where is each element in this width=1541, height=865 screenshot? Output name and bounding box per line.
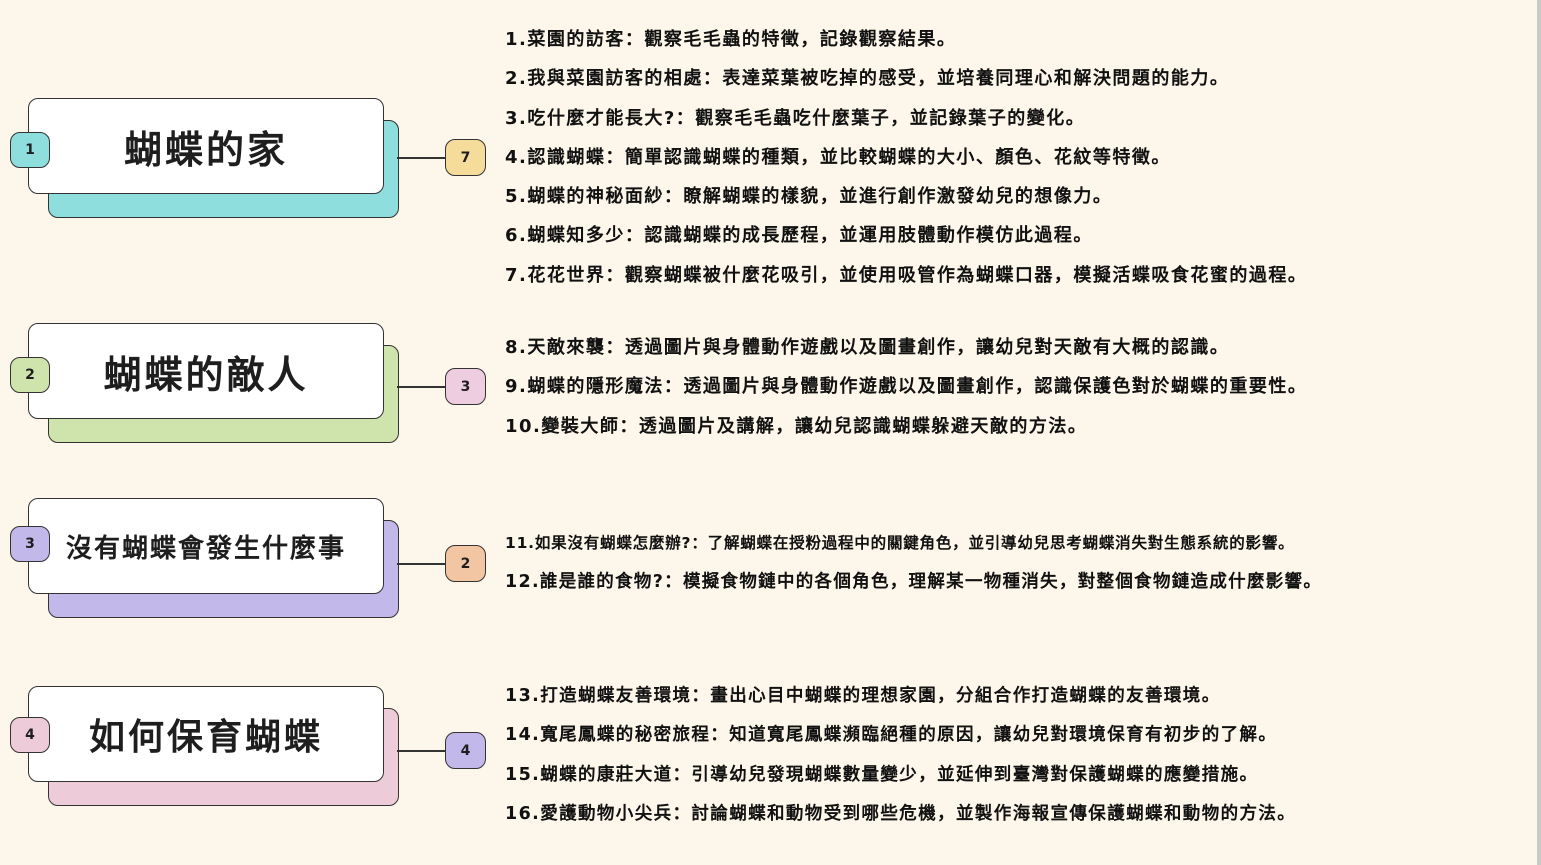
activity-item: 16.愛護動物小尖兵：討論蝴蝶和動物受到哪些危機，並製作海報宣傳保護蝴蝶和動物的… (505, 803, 1297, 824)
section-title: 沒有蝴蝶會發生什麼事 (65, 533, 346, 564)
activity-item: 6.蝴蝶知多少：認識蝴蝶的成長歷程，並運用肢體動作模仿此過程。 (505, 225, 1093, 247)
activity-count: 4 (460, 742, 471, 759)
activity-count: 2 (460, 555, 471, 572)
section-number: 2 (25, 367, 35, 383)
activity-item: 3.吃什麼才能長大?：觀察毛毛蟲吃什麼葉子，並記錄葉子的變化。 (505, 107, 1086, 129)
activity-item: 8.天敵來襲：透過圖片與身體動作遊戲以及圖畫創作，讓幼兒對天敵有大概的認識。 (505, 337, 1230, 358)
activity-list: 13.打造蝴蝶友善環境：畫出心目中蝴蝶的理想家園，分組合作打造蝴蝶的友善環境。 … (505, 677, 1296, 834)
section-title-box: 如何保育蝴蝶 (28, 686, 384, 782)
activity-item: 11.如果沒有蝴蝶怎麼辦?：了解蝴蝶在授粉過程中的關鍵角色，並引導幼兒思考蝴蝶消… (505, 534, 1295, 552)
activity-item: 2.我與菜園訪客的相處：表達菜葉被吃掉的感受，並培養同理心和解決問題的能力。 (505, 68, 1230, 90)
section-number-badge: 3 (10, 526, 50, 562)
section-number: 4 (25, 727, 35, 743)
connector-line (397, 563, 445, 565)
activity-count: 7 (460, 149, 471, 166)
section-number: 3 (25, 536, 35, 552)
activity-item: 13.打造蝴蝶友善環境：畫出心目中蝴蝶的理想家園，分組合作打造蝴蝶的友善環境。 (505, 686, 1221, 706)
activity-item: 9.蝴蝶的隱形魔法：透過圖片與身體動作遊戲以及圖畫創作，認識保護色對於蝴蝶的重要… (505, 376, 1308, 398)
connector-line (397, 386, 445, 388)
activity-item: 10.變裝大師：透過圖片及講解，讓幼兒認識蝴蝶躲避天敵的方法。 (505, 415, 1088, 437)
activity-item: 14.寬尾鳳蝶的秘密旅程：知道寬尾鳳蝶瀕臨絕種的原因，讓幼兒對環境保育有初步的了… (505, 725, 1278, 746)
section-title: 蝴蝶的家 (123, 127, 288, 172)
connector-line (397, 750, 445, 752)
activity-item: 5.蝴蝶的神秘面紗：瞭解蝴蝶的樣貌，並進行創作激發幼兒的想像力。 (505, 186, 1113, 208)
section-title-box: 蝴蝶的敵人 (28, 323, 384, 419)
activity-list: 11.如果沒有蝴蝶怎麼辦?：了解蝴蝶在授粉過程中的關鍵角色，並引導幼兒思考蝴蝶消… (505, 524, 1322, 603)
activity-item: 1.菜園的訪客：觀察毛毛蟲的特徵，記錄觀察結果。 (505, 29, 957, 50)
activity-item: 15.蝴蝶的康莊大道：引導幼兒發現蝴蝶數量變少，並延伸到臺灣對保護蝴蝶的應變措施… (505, 764, 1259, 785)
activity-list: 1.菜園的訪客：觀察毛毛蟲的特徵，記錄觀察結果。 2.我與菜園訪客的相處：表達菜… (505, 20, 1307, 295)
section-number: 1 (25, 142, 35, 158)
section-title: 蝴蝶的敵人 (103, 352, 309, 397)
activity-count-badge: 3 (445, 368, 486, 405)
section-number-badge: 2 (10, 357, 50, 393)
activity-count: 3 (460, 378, 471, 395)
activity-count-badge: 2 (445, 545, 486, 582)
section-number-badge: 1 (10, 132, 50, 168)
section-title: 如何保育蝴蝶 (88, 717, 323, 758)
activity-count-badge: 7 (445, 139, 486, 176)
activity-item: 12.誰是誰的食物?：模擬食物鏈中的各個角色，理解某一物種消失，對整個食物鏈造成… (505, 572, 1323, 593)
activity-count-badge: 4 (445, 732, 486, 769)
section-number-badge: 4 (10, 717, 50, 753)
section-title-box: 沒有蝴蝶會發生什麼事 (28, 498, 384, 594)
activity-list: 8.天敵來襲：透過圖片與身體動作遊戲以及圖畫創作，讓幼兒對天敵有大概的認識。 9… (505, 328, 1307, 446)
section-title-box: 蝴蝶的家 (28, 98, 384, 194)
activity-item: 4.認識蝴蝶：簡單認識蝴蝶的種類，並比較蝴蝶的大小、顏色、花紋等特徵。 (505, 146, 1171, 168)
activity-item: 7.花花世界：觀察蝴蝶被什麼花吸引，並使用吸管作為蝴蝶口器，模擬活蝶吸食花蜜的過… (505, 264, 1308, 286)
connector-line (397, 157, 445, 159)
right-edge-divider (1537, 0, 1541, 865)
